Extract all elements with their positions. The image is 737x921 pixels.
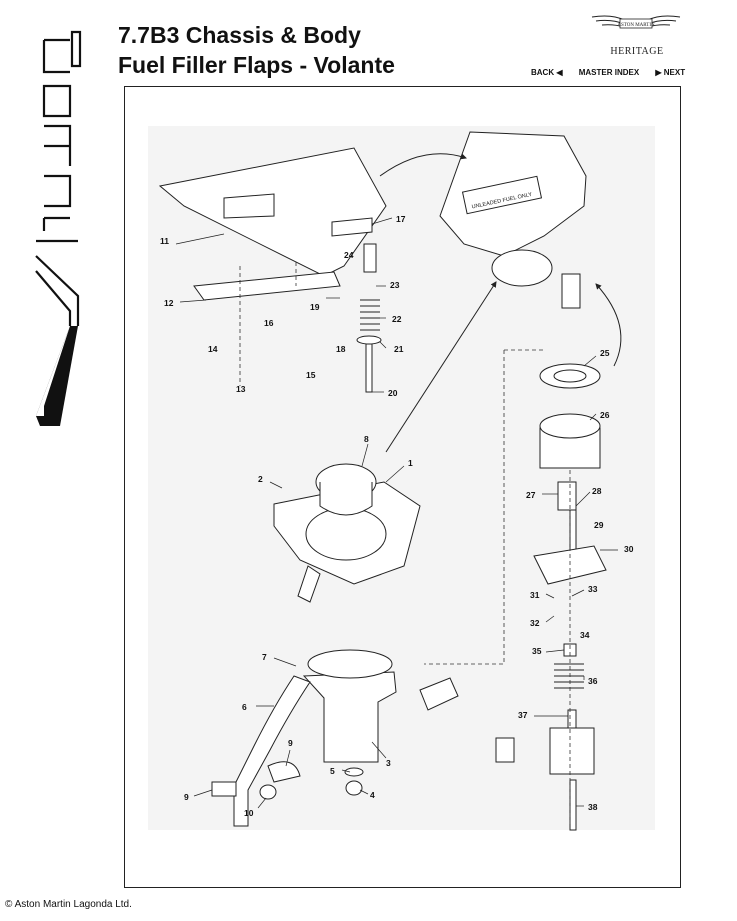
rod-28 — [569, 509, 577, 555]
callout-29: 29 — [594, 520, 604, 530]
nut-10 — [259, 784, 277, 800]
bush-27 — [557, 481, 577, 511]
aston-martin-wings-logo: ASTON MARTIN — [591, 15, 681, 29]
callout-15: 15 — [306, 370, 316, 380]
next-link[interactable]: ▶ NEXT — [655, 68, 686, 77]
back-link[interactable]: BACK ◀ — [531, 68, 563, 77]
bolt — [365, 343, 373, 393]
brand-name: ASTON MARTIN — [617, 23, 655, 28]
spring-upper — [360, 299, 380, 331]
side-pipe — [419, 677, 459, 711]
heritage-label: HERITAGE — [610, 46, 664, 57]
hose-6 — [233, 675, 311, 827]
diagram-frame — [124, 86, 681, 888]
callout-2: 2 — [258, 474, 263, 484]
callout-5: 5 — [330, 766, 335, 776]
washer-5 — [344, 767, 364, 777]
callout-32: 32 — [530, 618, 540, 628]
title-line-1: 7.7B3 Chassis & Body — [118, 22, 361, 48]
hinge-bracket — [331, 217, 373, 237]
callout-labels: 1 2 3 4 5 6 7 8 9 9 10 11 12 13 14 15 16… — [160, 214, 634, 818]
filler-neck — [302, 671, 397, 763]
filler-cap-installed — [491, 249, 553, 287]
filler-cap-body — [319, 482, 373, 516]
page-navigation: BACK ◀ MASTER INDEX ▶ NEXT — [531, 68, 685, 77]
title-line-2: Fuel Filler Flaps - Volante — [118, 52, 395, 78]
callout-24: 24 — [344, 250, 354, 260]
callout-37: 37 — [518, 710, 528, 720]
callout-26: 26 — [600, 410, 610, 420]
callout-23: 23 — [390, 280, 400, 290]
callout-16: 16 — [264, 318, 274, 328]
fuel-filler-exploded-diagram: UNLEADED FUEL ONLY — [158, 131, 634, 831]
page-title: 7.7B3 Chassis & Body Fuel Filler Flaps -… — [118, 20, 395, 80]
callout-27: 27 — [526, 490, 536, 500]
callout-25: 25 — [600, 348, 610, 358]
callout-31: 31 — [530, 590, 540, 600]
callout-34: 34 — [580, 630, 590, 640]
breather-pipe — [297, 565, 321, 603]
nut-4 — [345, 780, 363, 796]
copyright-notice: © Aston Martin Lagonda Ltd. — [5, 899, 132, 910]
master-index-link[interactable]: MASTER INDEX — [578, 68, 640, 77]
seal-inner — [553, 369, 587, 383]
callout-14: 14 — [208, 344, 218, 354]
plunger — [363, 243, 377, 273]
spring-36 — [554, 663, 584, 689]
callout-1: 1 — [408, 458, 413, 468]
callout-20: 20 — [388, 388, 398, 398]
callout-19: 19 — [310, 302, 320, 312]
filler-neck-top — [307, 649, 393, 679]
callout-13: 13 — [236, 384, 246, 394]
callout-18: 18 — [336, 344, 346, 354]
connector — [495, 737, 515, 763]
solenoid-shaft — [567, 709, 577, 729]
callout-36: 36 — [588, 676, 598, 686]
callout-33: 33 — [588, 584, 598, 594]
clip-9-lower — [211, 781, 237, 797]
callout-6: 6 — [242, 702, 247, 712]
callout-22: 22 — [392, 314, 402, 324]
callout-38: 38 — [588, 802, 598, 812]
callout-9-lower: 9 — [184, 792, 189, 802]
callout-12: 12 — [164, 298, 174, 308]
callout-17: 17 — [396, 214, 406, 224]
clip-9 — [267, 761, 301, 783]
virage-logo — [35, 30, 82, 426]
callout-3: 3 — [386, 758, 391, 768]
callout-8: 8 — [364, 434, 369, 444]
callout-7: 7 — [262, 652, 267, 662]
callout-30: 30 — [624, 544, 634, 554]
housing-top — [539, 413, 601, 439]
solenoid-37 — [549, 727, 595, 775]
callout-9-upper: 9 — [288, 738, 293, 748]
plate-aperture — [305, 507, 387, 561]
flap-recess — [223, 193, 275, 219]
pin-38 — [569, 779, 577, 831]
callout-28: 28 — [592, 486, 602, 496]
callout-11: 11 — [160, 236, 169, 246]
bracket-plate — [193, 271, 341, 301]
unleaded-label — [461, 175, 543, 215]
callout-4: 4 — [370, 790, 375, 800]
washer-21 — [356, 335, 382, 345]
actuator-installed — [561, 273, 581, 309]
callout-35: 35 — [532, 646, 542, 656]
callout-10: 10 — [244, 808, 254, 818]
callout-21: 21 — [394, 344, 404, 354]
